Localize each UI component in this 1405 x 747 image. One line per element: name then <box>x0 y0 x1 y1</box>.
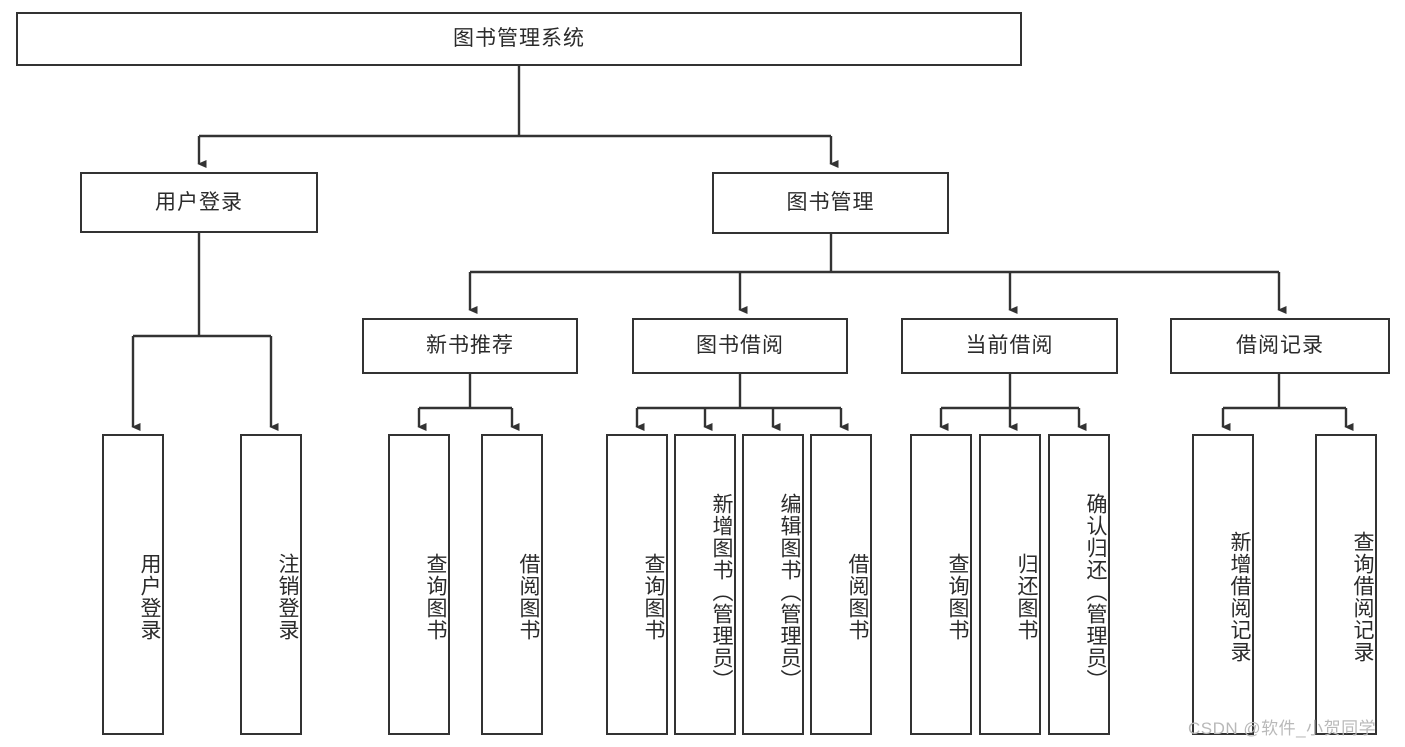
node-label: 借阅图书 <box>846 552 869 641</box>
node-label: 图书管理 <box>786 191 875 215</box>
node-label: 确认归还（管理员） <box>1084 492 1107 691</box>
node-label: 新增借阅记录 <box>1228 530 1251 663</box>
node-leaf-user-logout[interactable]: 注销登录 <box>240 434 302 735</box>
node-label: 查询图书 <box>424 552 447 641</box>
node-book-management[interactable]: 图书管理 <box>712 172 949 234</box>
node-leaf-confirm-return-admin[interactable]: 确认归还（管理员） <box>1048 434 1110 735</box>
node-leaf-query-book-borrow[interactable]: 查询图书 <box>606 434 668 735</box>
node-label: 查询图书 <box>642 552 665 641</box>
node-leaf-borrow-book[interactable]: 借阅图书 <box>810 434 872 735</box>
node-label: 用户登录 <box>155 190 243 214</box>
node-label: 新增图书（管理员） <box>710 492 733 691</box>
node-borrow-record[interactable]: 借阅记录 <box>1170 318 1390 374</box>
node-label: 借阅记录 <box>1236 334 1324 358</box>
node-leaf-query-book-current[interactable]: 查询图书 <box>910 434 972 735</box>
node-book-borrow[interactable]: 图书借阅 <box>632 318 848 374</box>
node-current-borrow[interactable]: 当前借阅 <box>901 318 1118 374</box>
node-root-book-management-system[interactable]: 图书管理系统 <box>16 12 1022 66</box>
node-label: 图书管理系统 <box>453 27 585 51</box>
node-new-book-recommend[interactable]: 新书推荐 <box>362 318 578 374</box>
node-label: 用户登录 <box>138 552 161 641</box>
node-leaf-borrow-book-recommend[interactable]: 借阅图书 <box>481 434 543 735</box>
node-label: 当前借阅 <box>965 334 1054 358</box>
node-label: 图书借阅 <box>696 334 784 358</box>
node-label: 查询图书 <box>946 552 969 641</box>
node-label: 编辑图书（管理员） <box>778 492 801 691</box>
node-label: 查询借阅记录 <box>1351 530 1374 663</box>
node-label: 注销登录 <box>276 552 299 641</box>
node-leaf-return-book[interactable]: 归还图书 <box>979 434 1041 735</box>
watermark-text: CSDN @软件_小贺同学 <box>1188 719 1377 738</box>
node-leaf-query-borrow-record[interactable]: 查询借阅记录 <box>1315 434 1377 735</box>
node-user-login[interactable]: 用户登录 <box>80 172 318 233</box>
node-leaf-edit-book-admin[interactable]: 编辑图书（管理员） <box>742 434 804 735</box>
node-leaf-user-login[interactable]: 用户登录 <box>102 434 164 735</box>
node-label: 借阅图书 <box>517 552 540 641</box>
node-leaf-add-borrow-record[interactable]: 新增借阅记录 <box>1192 434 1254 735</box>
node-leaf-add-book-admin[interactable]: 新增图书（管理员） <box>674 434 736 735</box>
node-label: 归还图书 <box>1015 552 1038 641</box>
node-leaf-query-book-recommend[interactable]: 查询图书 <box>388 434 450 735</box>
node-label: 新书推荐 <box>426 334 514 358</box>
